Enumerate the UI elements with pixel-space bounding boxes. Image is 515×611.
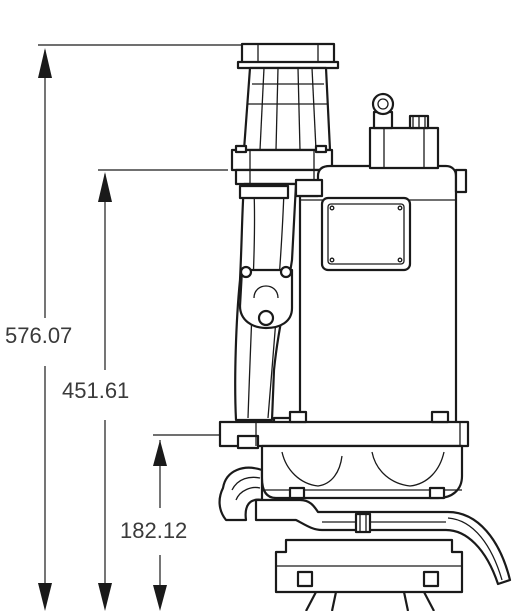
dimension-overall: 576.07 bbox=[5, 44, 258, 611]
dimension-overall-label: 576.07 bbox=[5, 323, 72, 348]
arrow-down-icon bbox=[38, 583, 52, 611]
dimension-lower: 182.12 bbox=[120, 434, 228, 611]
bolt-icon bbox=[422, 570, 440, 588]
arrow-up-icon bbox=[98, 172, 112, 202]
bolt-icon bbox=[288, 486, 306, 500]
pump-outline bbox=[218, 42, 512, 611]
riser-pipe bbox=[242, 66, 332, 152]
bolt-icon bbox=[257, 309, 275, 327]
dimension-lower-label: 182.12 bbox=[120, 518, 187, 543]
support-leg bbox=[330, 591, 338, 611]
support-leg bbox=[423, 591, 435, 611]
support-leg bbox=[305, 591, 317, 611]
support-leg bbox=[402, 591, 410, 611]
arrow-down-icon bbox=[153, 585, 167, 611]
dimension-mid-label: 451.61 bbox=[62, 378, 129, 403]
volute-discharge bbox=[254, 498, 512, 586]
bolt-icon bbox=[239, 265, 253, 279]
terminal-box bbox=[368, 126, 440, 170]
nameplate bbox=[320, 196, 412, 272]
arrow-up-icon bbox=[153, 440, 167, 466]
arrow-down-icon bbox=[98, 583, 112, 611]
bolt-icon bbox=[430, 410, 450, 424]
bolt-icon bbox=[296, 570, 314, 588]
coupling bbox=[354, 512, 372, 534]
dimension-mid: 451.61 bbox=[62, 169, 228, 611]
guide-claw bbox=[238, 268, 294, 330]
bolt-icon bbox=[288, 410, 308, 424]
bolt-icon bbox=[428, 486, 446, 500]
bolt-icon bbox=[279, 265, 293, 279]
arrow-up-icon bbox=[38, 48, 52, 78]
lifting-eye-icon bbox=[371, 92, 395, 116]
